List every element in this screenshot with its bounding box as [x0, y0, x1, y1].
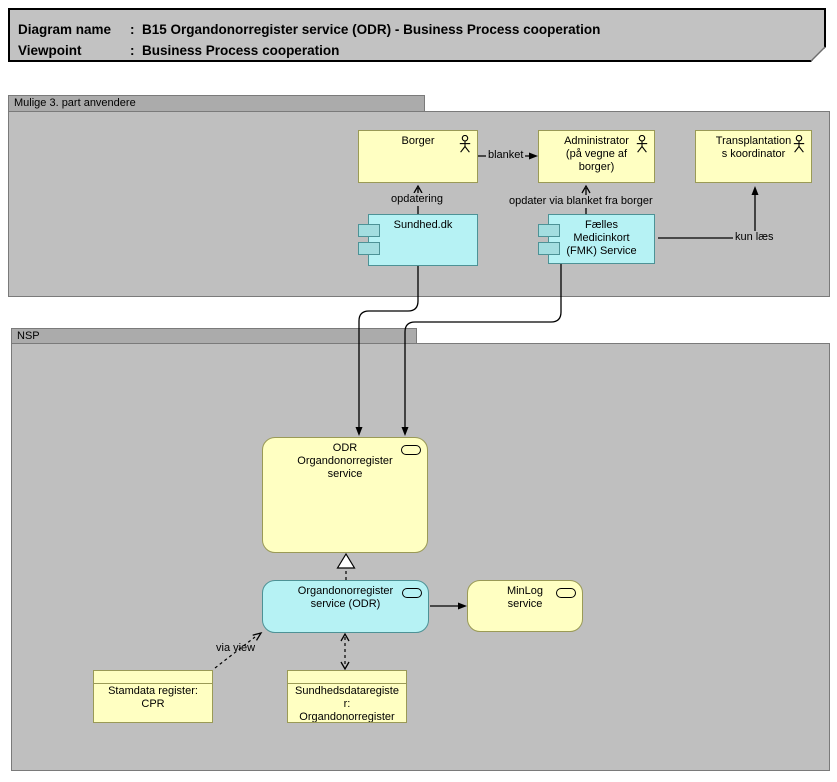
title-line1-value: B15 Organdonorregister service (ODR) - B… — [142, 22, 601, 37]
data-object-header — [94, 671, 212, 684]
data-object-sundhedsdataregister-label: Sundhedsdataregiste r: Organdonorregiste… — [295, 685, 399, 723]
title-line1-label: Diagram name — [18, 22, 112, 37]
group-nsp-tab[interactable]: NSP — [11, 328, 417, 344]
service-oval-icon — [402, 588, 422, 598]
connector-label-opdater-via-blanket: opdater via blanket fra borger — [507, 195, 655, 208]
title-line2-value: Business Process cooperation — [142, 43, 340, 58]
service-odr-application[interactable]: Organdonorregister service (ODR) — [262, 580, 429, 633]
title-line-2: Viewpoint:Business Process cooperation — [18, 40, 824, 61]
service-minlog[interactable]: MinLog service — [467, 580, 583, 632]
business-actor-icon — [636, 135, 648, 153]
component-port-icon — [358, 242, 380, 255]
title-line-1: Diagram name:B15 Organdonorregister serv… — [18, 19, 824, 40]
component-port-icon — [538, 224, 560, 237]
group-third-party-label: Mulige 3. part anvendere — [14, 97, 136, 109]
connector-label-via-view: via view — [216, 642, 256, 654]
connector-label-opdatering: opdatering — [389, 193, 445, 206]
title-line2-label: Viewpoint — [18, 43, 82, 58]
actor-borger[interactable]: Borger — [358, 130, 478, 183]
component-sundheddk[interactable]: Sundhed.dk — [358, 214, 478, 266]
actor-transplantations-koordinator[interactable]: Transplantation s koordinator — [695, 130, 812, 183]
connector-label-blanket: blanket — [486, 149, 526, 162]
data-object-stamdata-cpr-label: Stamdata register: CPR — [108, 685, 198, 710]
group-third-party-tab[interactable]: Mulige 3. part anvendere — [8, 95, 425, 112]
data-object-header — [288, 671, 406, 684]
component-sundheddk-label: Sundhed.dk — [393, 219, 453, 231]
component-port-icon — [538, 242, 560, 255]
component-fmk[interactable]: Fælles Medicinkort (FMK) Service — [538, 214, 655, 264]
service-oval-icon — [401, 445, 421, 455]
actor-administrator[interactable]: Administrator (på vegne af borger) — [538, 130, 655, 183]
service-oval-icon — [556, 588, 576, 598]
data-object-sundhedsdataregister[interactable]: Sundhedsdataregiste r: Organdonorregiste… — [287, 670, 407, 723]
group-nsp-label: NSP — [17, 330, 40, 342]
business-actor-icon — [793, 135, 805, 153]
connector-label-kun-laes: kun læs — [733, 231, 776, 244]
business-actor-icon — [459, 135, 471, 153]
data-object-stamdata-cpr[interactable]: Stamdata register: CPR — [93, 670, 213, 723]
service-odr-business[interactable]: ODR Organdonorregister service — [262, 437, 428, 553]
diagram-title-note: Diagram name:B15 Organdonorregister serv… — [8, 8, 826, 62]
service-odr-business-label: ODR Organdonorregister service — [297, 442, 393, 480]
component-port-icon — [358, 224, 380, 237]
component-fmk-label: Fælles Medicinkort (FMK) Service — [566, 219, 637, 257]
